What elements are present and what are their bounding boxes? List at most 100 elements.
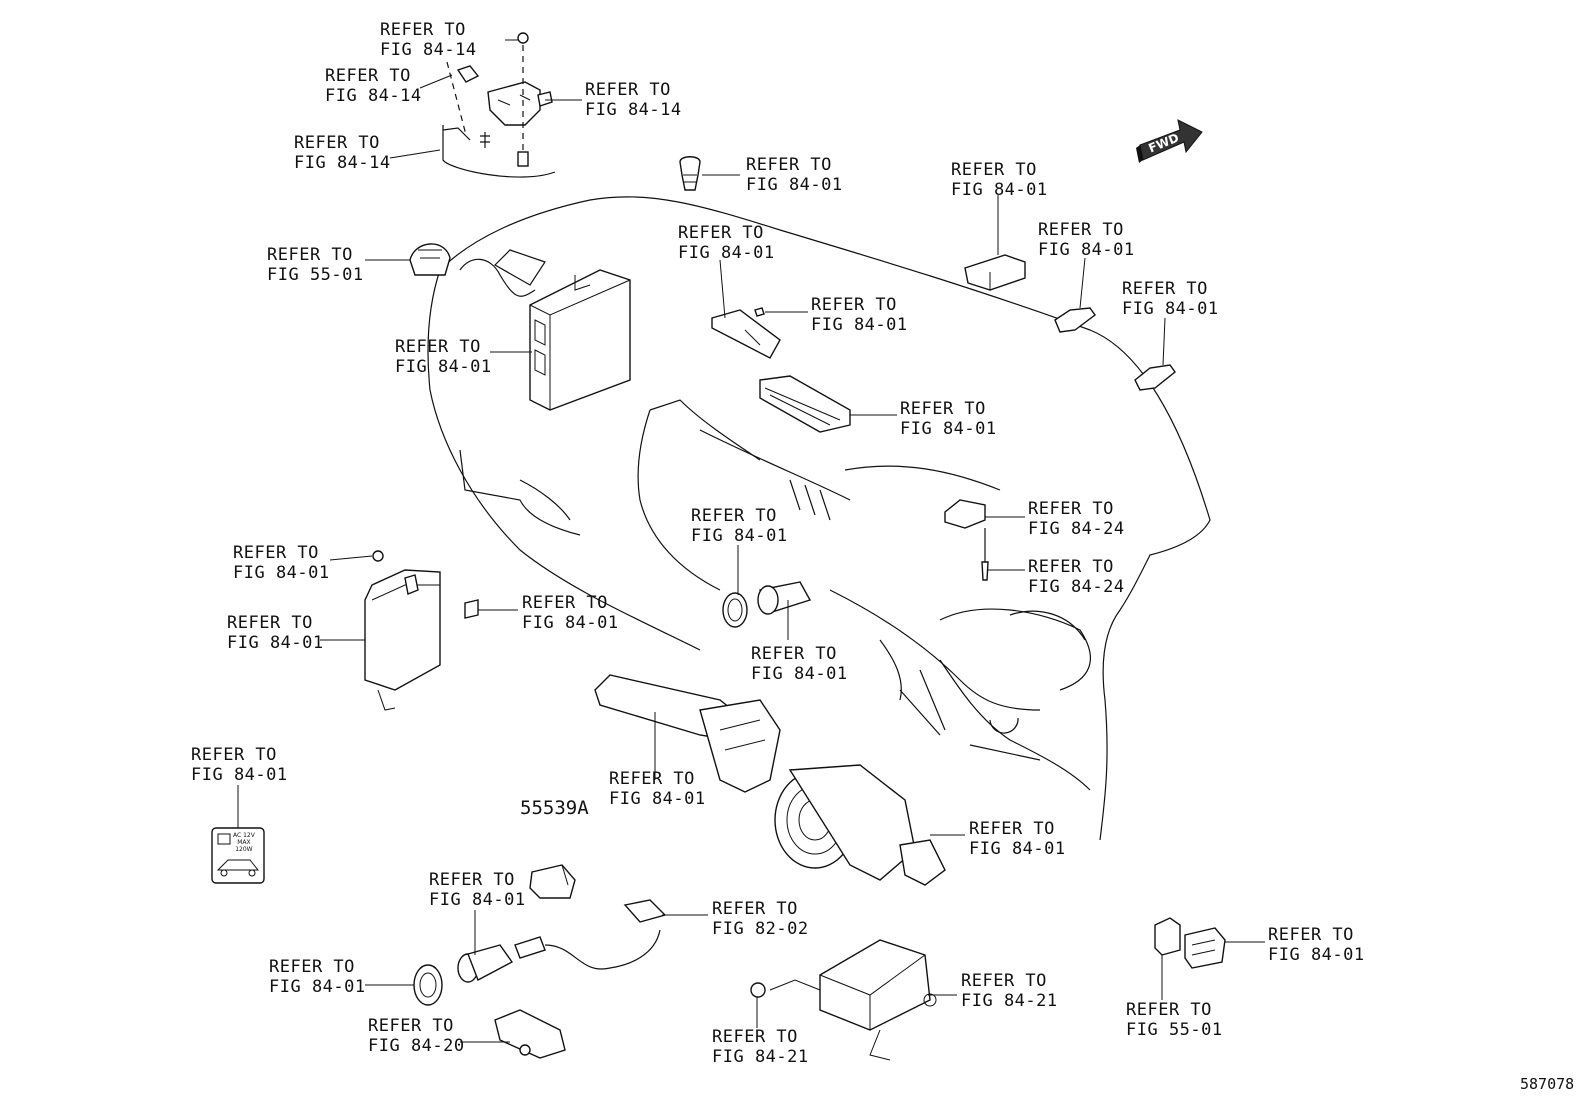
bracket-module-left bbox=[364, 550, 479, 711]
callout-line1: REFER TO bbox=[1028, 499, 1114, 519]
dashboard-outline bbox=[427, 196, 1211, 841]
callout-line1: REFER TO bbox=[1028, 557, 1114, 577]
lighter-center bbox=[722, 581, 812, 628]
callout-line2: FIG 84-01 bbox=[191, 765, 288, 785]
callout-line1: REFER TO bbox=[233, 543, 319, 563]
callout-line1: REFER TO bbox=[712, 1027, 798, 1047]
callout-line2: FIG 84-01 bbox=[227, 633, 324, 653]
callout-line1: REFER TO bbox=[969, 819, 1055, 839]
sensor-bottom bbox=[494, 1009, 566, 1059]
callout-line2: FIG 84-01 bbox=[811, 315, 908, 335]
callout-line2: FIG 84-01 bbox=[746, 175, 843, 195]
callout-line1: REFER TO bbox=[751, 644, 837, 664]
round-part-left bbox=[409, 243, 451, 276]
relay-part bbox=[944, 499, 989, 581]
callout-line1: REFER TO bbox=[1038, 220, 1124, 240]
socket-label-text: AC 12V MAX 120W bbox=[233, 832, 255, 853]
airbag-module bbox=[750, 939, 937, 1061]
callout-line2: FIG 84-24 bbox=[1028, 519, 1125, 539]
cap-55539a bbox=[529, 864, 576, 899]
callout-line2: FIG 84-01 bbox=[1038, 240, 1135, 260]
sensor-right-1 bbox=[964, 254, 1026, 291]
callout-line2: FIG 82-02 bbox=[712, 919, 809, 939]
callout-line2: FIG 84-01 bbox=[429, 890, 526, 910]
callout-line2: FIG 84-01 bbox=[269, 977, 366, 997]
sensor-right-2 bbox=[1054, 307, 1096, 333]
callout-line2: FIG 84-01 bbox=[691, 526, 788, 546]
callout-line2: FIG 84-01 bbox=[900, 419, 997, 439]
callout-line1: REFER TO bbox=[395, 337, 481, 357]
callout-line2: FIG 55-01 bbox=[267, 265, 364, 285]
callout-line1: REFER TO bbox=[961, 971, 1047, 991]
callout-line1: REFER TO bbox=[380, 20, 466, 40]
callout-line2: FIG 84-01 bbox=[609, 789, 706, 809]
callout-line2: FIG 55-01 bbox=[1126, 1020, 1223, 1040]
callout-line1: REFER TO bbox=[746, 155, 832, 175]
callout-line1: REFER TO bbox=[712, 899, 798, 919]
callout-line2: FIG 84-14 bbox=[380, 40, 477, 60]
callout-line2: FIG 84-24 bbox=[1028, 577, 1125, 597]
callout-line1: REFER TO bbox=[900, 399, 986, 419]
callout-line1: REFER TO bbox=[951, 160, 1037, 180]
callout-line1: REFER TO bbox=[294, 133, 380, 153]
callout-line1: REFER TO bbox=[678, 223, 764, 243]
callout-line2: FIG 84-01 bbox=[751, 664, 848, 684]
sensor-right-3 bbox=[1134, 364, 1176, 391]
combination-switch bbox=[594, 674, 781, 793]
illustration-number: 587078 bbox=[1520, 1075, 1575, 1093]
switch-bottom-right bbox=[1154, 917, 1226, 969]
callout-line2: FIG 84-14 bbox=[294, 153, 391, 173]
switch-part bbox=[711, 307, 781, 359]
callout-line1: REFER TO bbox=[522, 593, 608, 613]
callout-line1: REFER TO bbox=[267, 245, 353, 265]
callout-line1: REFER TO bbox=[1268, 925, 1354, 945]
sensor-bracket-group bbox=[442, 32, 556, 178]
callout-line1: REFER TO bbox=[269, 957, 355, 977]
callout-line2: FIG 84-01 bbox=[678, 243, 775, 263]
callout-line2: FIG 84-01 bbox=[233, 563, 330, 583]
callout-line2: FIG 84-21 bbox=[712, 1047, 809, 1067]
part-number-label[interactable]: 55539A bbox=[520, 797, 589, 819]
callout-line2: FIG 84-01 bbox=[951, 180, 1048, 200]
callout-line2: FIG 84-01 bbox=[1268, 945, 1365, 965]
callout-line1: REFER TO bbox=[1126, 1000, 1212, 1020]
callout-line1: REFER TO bbox=[691, 506, 777, 526]
callout-line2: FIG 84-01 bbox=[522, 613, 619, 633]
socket-label-line1: AC 12V bbox=[233, 832, 255, 839]
socket-label-line3: 120W bbox=[235, 846, 253, 853]
callout-line1: REFER TO bbox=[811, 295, 897, 315]
